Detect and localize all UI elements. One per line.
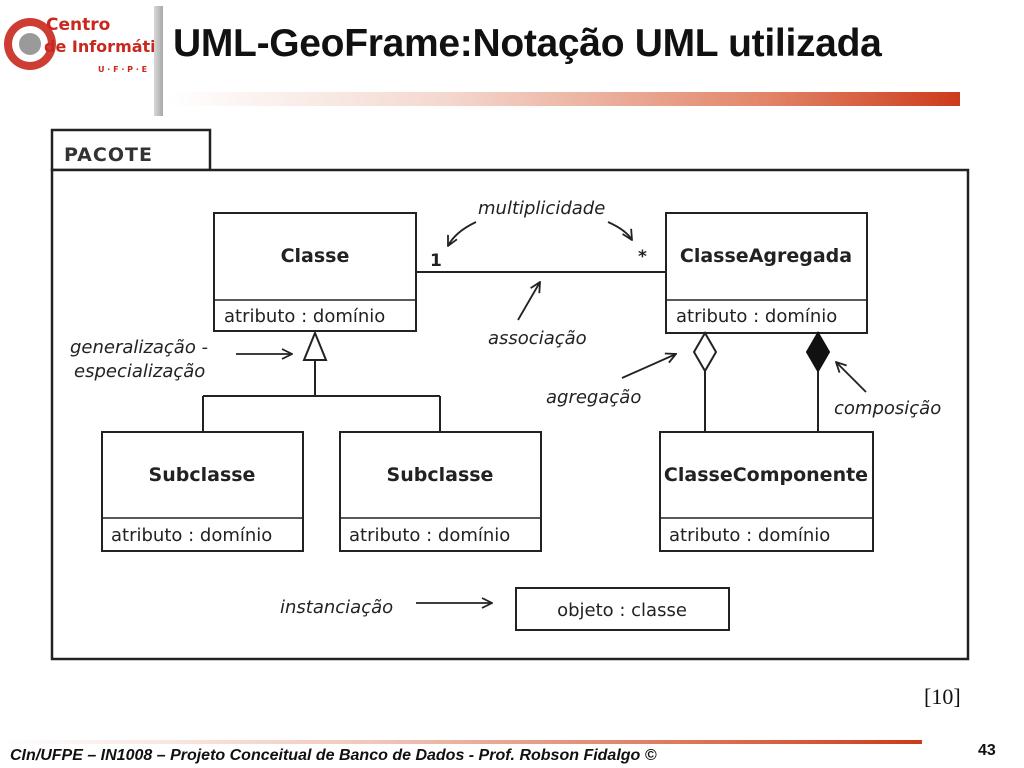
class-attribute-subclasse-1: atributo : domínio: [111, 525, 272, 546]
class-attribute-classe-componente: atributo : domínio: [669, 525, 830, 546]
package-label: PACOTE: [64, 144, 153, 166]
multiplicity-one: 1: [430, 251, 442, 271]
annotation-agregacao: agregação: [546, 387, 641, 408]
annotation-multiplicidade: multiplicidade: [478, 198, 605, 219]
logo-divider-bar: [154, 6, 163, 116]
footer-text: CIn/UFPE – IN1008 – Projeto Conceitual d…: [10, 747, 657, 764]
class-box-classe: Classe atributo : domínio: [213, 212, 417, 332]
logo-text-line2: de Informática: [44, 37, 160, 56]
slide-title: UML-GeoFrame:Notação UML utilizada: [173, 22, 882, 65]
logo-text-line1: Centro: [46, 15, 110, 35]
generalization-connector: [202, 330, 441, 432]
class-box-classe-componente: ClasseComponente atributo : domínio: [659, 431, 874, 552]
title-underline-bar: [168, 92, 960, 106]
class-box-classe-agregada: ClasseAgregada atributo : domínio: [665, 212, 868, 334]
logo-text-line3: U · F · P · E: [98, 65, 147, 74]
arrow-associacao: [517, 282, 540, 321]
class-name-classe-componente: ClasseComponente: [664, 464, 868, 486]
class-box-subclasse-1: Subclasse atributo : domínio: [101, 431, 304, 552]
class-attribute-classe-agregada: atributo : domínio: [676, 306, 837, 327]
multiplicity-many: *: [638, 247, 647, 267]
composition-connector: [805, 331, 831, 432]
annotation-instanciacao: instanciação: [280, 597, 393, 618]
centro-de-informatica-logo: Centro de Informática U · F · P · E: [4, 15, 160, 74]
annotation-generalizacao-line2: especialização: [74, 361, 205, 382]
object-label: objeto : classe: [557, 600, 687, 621]
object-box: objeto : classe: [515, 587, 730, 631]
annotation-generalizacao-line1: generalização -: [70, 337, 208, 358]
class-attribute-classe: atributo : domínio: [224, 306, 385, 327]
class-name-classe-agregada: ClasseAgregada: [680, 245, 852, 267]
arrow-multiplicidade-right: [607, 221, 632, 240]
class-name-subclasse-1: Subclasse: [149, 464, 256, 486]
class-attribute-subclasse-2: atributo : domínio: [349, 525, 510, 546]
footer-divider: [0, 740, 922, 744]
class-box-subclasse-2: Subclasse atributo : domínio: [339, 431, 542, 552]
arrow-agregacao: [621, 354, 676, 379]
arrow-composicao: [836, 362, 867, 393]
page-number: 43: [978, 742, 996, 759]
aggregation-connector: [692, 331, 718, 432]
reference-citation: [10]: [924, 684, 961, 709]
arrow-multiplicidade-left: [448, 221, 477, 246]
annotation-composicao: composição: [834, 398, 941, 419]
class-name-classe: Classe: [281, 245, 350, 267]
annotation-associacao: associação: [488, 328, 587, 349]
class-name-subclasse-2: Subclasse: [387, 464, 494, 486]
